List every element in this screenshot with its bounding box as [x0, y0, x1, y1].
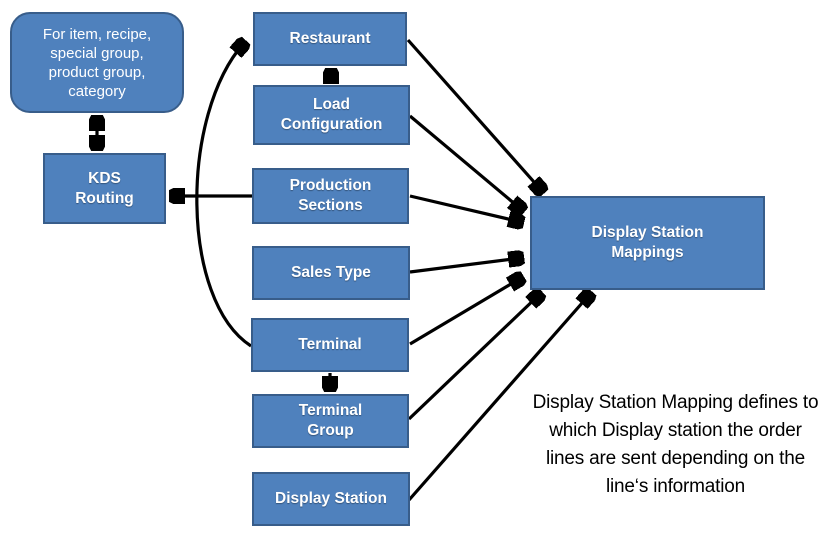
node-production-sections-label: Production Sections	[289, 177, 372, 214]
node-display-station-mappings: Display Station Mappings	[530, 196, 765, 290]
node-sales-type-label: Sales Type	[291, 264, 371, 281]
arrow-restaurant-to-mappings	[406, 38, 542, 191]
arrow-terminal-to-mappings	[409, 278, 521, 346]
node-terminal-group: Terminal Group	[252, 394, 409, 448]
arrow-load-configuration-to-mappings	[408, 114, 522, 210]
node-display-station-mappings-label: Display Station Mappings	[591, 224, 704, 261]
node-restaurant: Restaurant	[253, 12, 407, 66]
node-production-sections: Production Sections	[252, 168, 409, 224]
node-kds-routing: KDS Routing	[43, 153, 166, 224]
arrow-production-sections-to-mappings	[409, 194, 521, 222]
node-kds-routing-label: KDS Routing	[75, 169, 134, 207]
node-terminal-label: Terminal	[298, 336, 362, 353]
node-display-station-label: Display Station	[275, 490, 387, 507]
arrow-sales-type-to-mappings	[409, 258, 521, 274]
node-display-station: Display Station	[252, 472, 410, 526]
node-terminal: Terminal	[251, 318, 409, 372]
annotation-display-station-mapping: Display Station Mapping defines to which…	[532, 392, 819, 497]
node-load-configuration-label: Load Configuration	[280, 96, 383, 133]
note-box-label: For item, recipe, special group, product…	[42, 25, 152, 100]
node-restaurant-label: Restaurant	[289, 30, 371, 47]
note-box-applies-to: For item, recipe, special group, product…	[10, 12, 184, 113]
node-terminal-group-label: Terminal Group	[298, 402, 363, 439]
node-sales-type: Sales Type	[252, 246, 410, 300]
arrow-terminal-to-restaurant-curved	[195, 43, 251, 348]
node-load-configuration: Load Configuration	[253, 85, 410, 145]
